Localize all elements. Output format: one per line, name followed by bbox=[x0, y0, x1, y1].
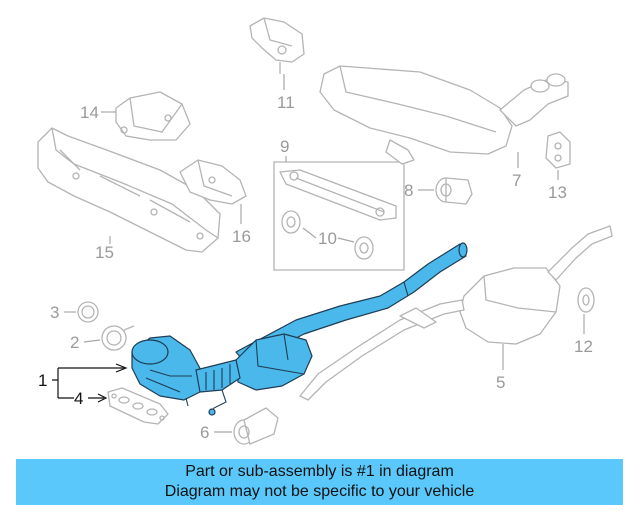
part-13-rubber-hanger[interactable] bbox=[545, 131, 571, 169]
callout-5: 5 bbox=[496, 373, 505, 392]
part-12-isolator[interactable] bbox=[577, 287, 595, 313]
callout-13: 13 bbox=[548, 183, 567, 202]
part-8-clamp[interactable] bbox=[435, 177, 473, 205]
part-2-clamp-ring[interactable] bbox=[101, 325, 135, 351]
callout-1: 1 bbox=[38, 371, 47, 390]
part-5-center-muffler[interactable] bbox=[299, 225, 613, 401]
callout-4: 4 bbox=[74, 389, 83, 408]
callout-14: 14 bbox=[80, 103, 99, 122]
part-4-manifold-gasket[interactable] bbox=[107, 387, 169, 425]
callout-16: 16 bbox=[232, 227, 251, 246]
callout-3: 3 bbox=[50, 303, 59, 322]
callout-2: 2 bbox=[70, 333, 79, 352]
banner-line-disclaimer: Diagram may not be specific to your vehi… bbox=[164, 483, 475, 500]
part-14-bracket[interactable] bbox=[115, 91, 191, 141]
callout-9: 9 bbox=[280, 137, 289, 156]
part-9-crossmember-kit[interactable] bbox=[273, 161, 405, 271]
info-banner: Part or sub-assembly is #1 in diagram Di… bbox=[16, 459, 623, 505]
callout-7: 7 bbox=[512, 171, 521, 190]
part-3-gasket-ring[interactable] bbox=[77, 301, 99, 323]
part-16-shield-plate[interactable] bbox=[179, 159, 247, 205]
callout-12: 12 bbox=[574, 337, 593, 356]
part-6-clamp[interactable] bbox=[233, 407, 279, 445]
part-15-heat-shield[interactable] bbox=[37, 127, 221, 253]
callout-6: 6 bbox=[200, 423, 209, 442]
exploded-parts-diagram: 15 14 16 11 9 10 bbox=[37, 17, 613, 445]
callout-8: 8 bbox=[404, 181, 413, 200]
callout-10: 10 bbox=[318, 229, 337, 248]
banner-line-part-info: Part or sub-assembly is #1 in diagram bbox=[185, 463, 454, 480]
callout-11: 11 bbox=[277, 93, 295, 112]
part-1-converter-assembly[interactable] bbox=[131, 242, 468, 416]
part-7-rear-muffler[interactable] bbox=[319, 65, 569, 165]
callout-15: 15 bbox=[95, 243, 114, 262]
part-11-hanger[interactable] bbox=[249, 17, 305, 74]
